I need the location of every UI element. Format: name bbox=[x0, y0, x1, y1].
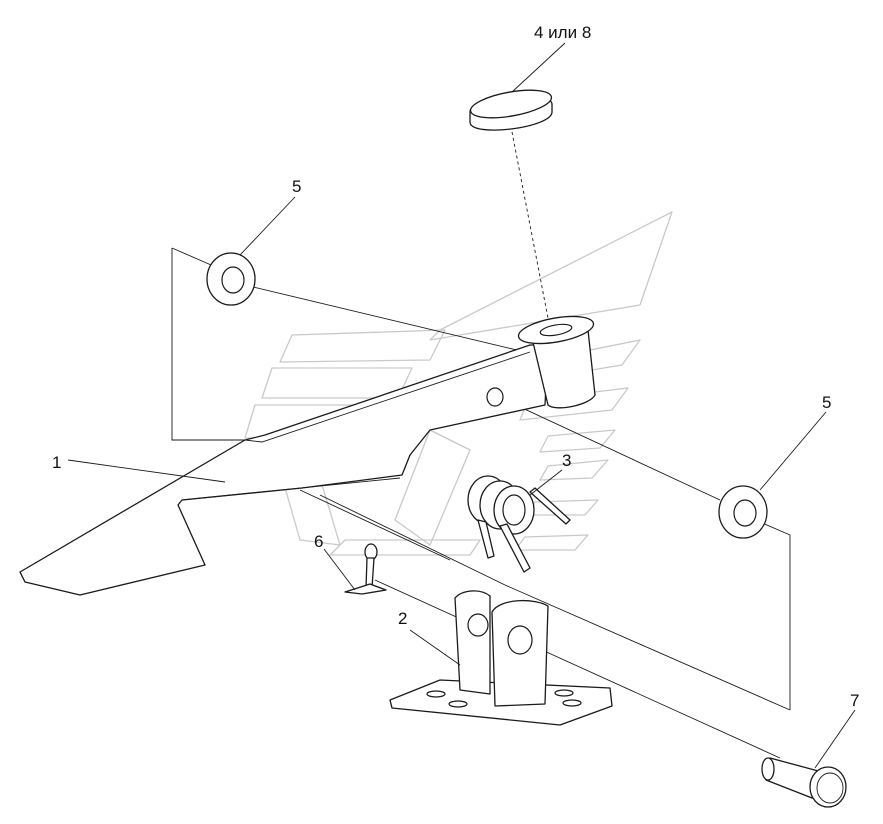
part-cap-4-or-8 bbox=[469, 89, 553, 319]
callout-5-left: 5 bbox=[292, 177, 301, 196]
part-pedal-lever-1 bbox=[19, 315, 596, 596]
callout-labels: 4 или 8 5 5 1 3 6 2 7 bbox=[52, 23, 859, 710]
callout-leaders bbox=[67, 42, 856, 769]
callout-3: 3 bbox=[562, 451, 571, 470]
callout-4-or-8: 4 или 8 bbox=[534, 23, 591, 42]
callout-5-right: 5 bbox=[822, 393, 831, 412]
callout-2: 2 bbox=[398, 609, 407, 628]
part-washer-5-left bbox=[206, 252, 256, 306]
part-spring-3 bbox=[467, 475, 571, 573]
callout-1: 1 bbox=[52, 453, 61, 472]
part-bracket-2 bbox=[389, 590, 613, 726]
callout-6: 6 bbox=[314, 532, 323, 551]
part-pin-7 bbox=[761, 757, 847, 808]
callout-7: 7 bbox=[850, 691, 859, 710]
part-washer-5-right bbox=[718, 485, 768, 539]
part-cotter-pin-6 bbox=[344, 543, 387, 595]
